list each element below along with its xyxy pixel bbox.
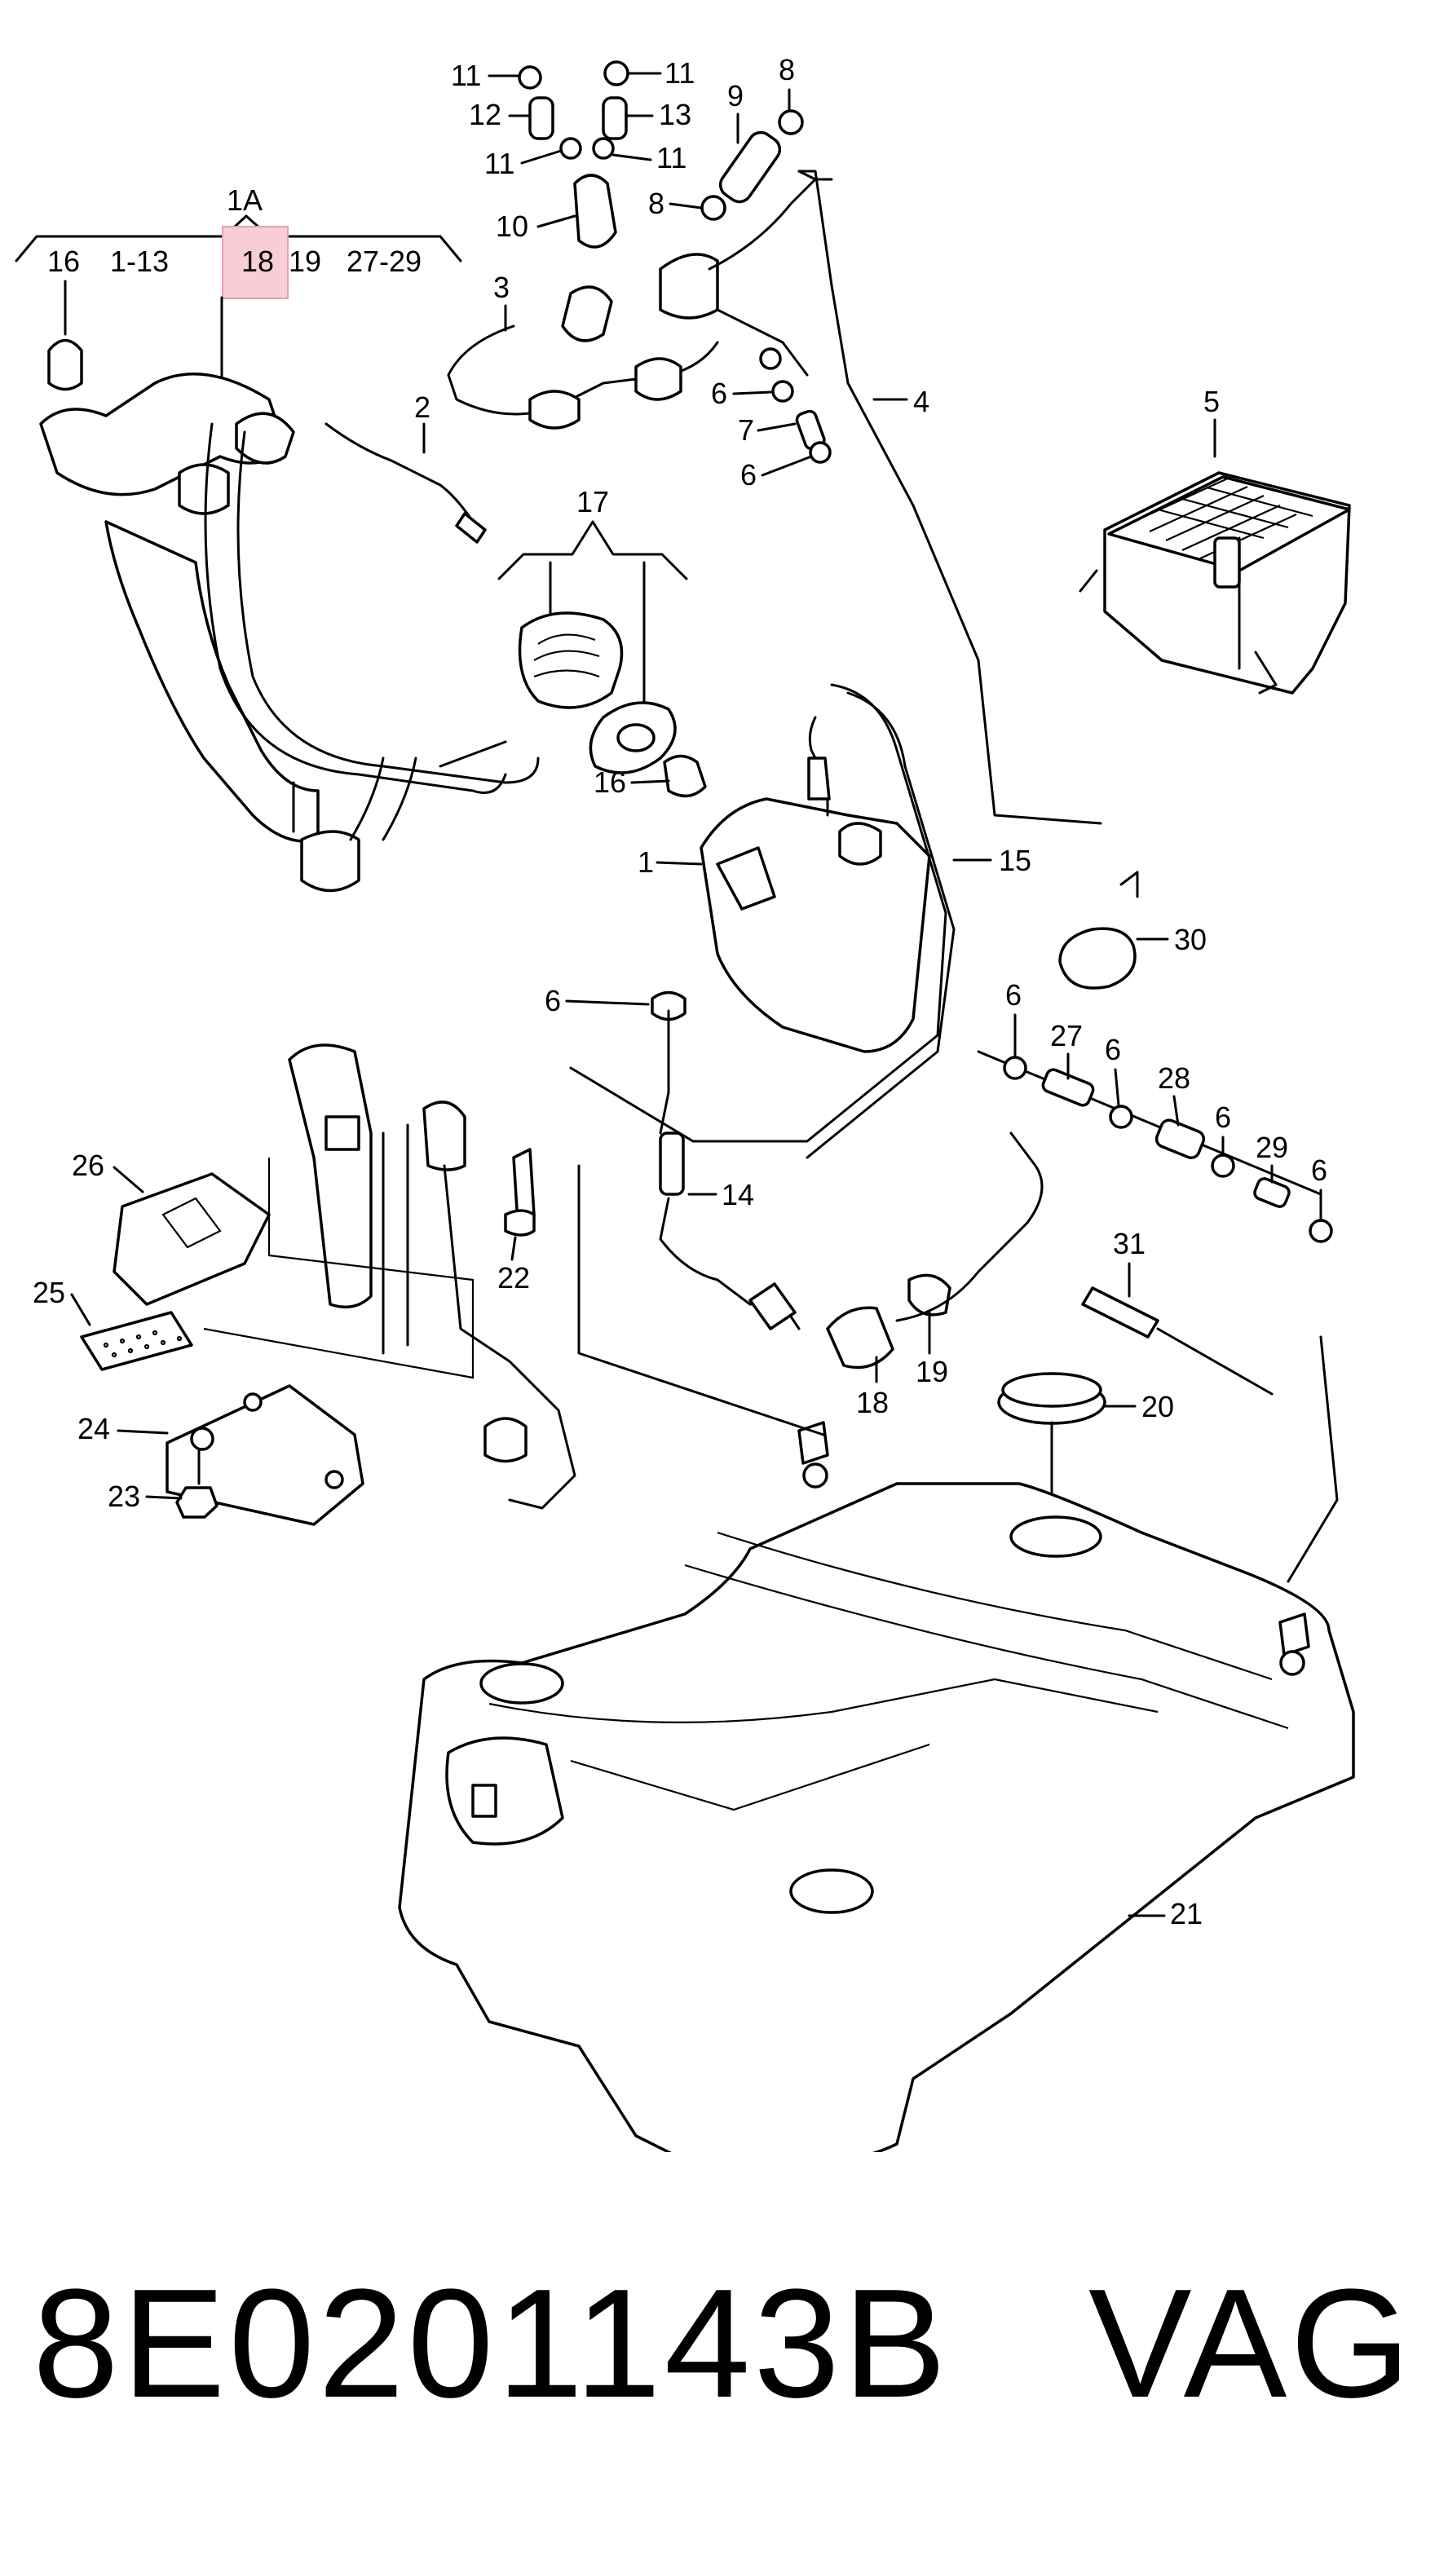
- callout-8-top: 8: [779, 53, 795, 86]
- callout-6-28: 6: [1215, 1101, 1231, 1134]
- group-header-1a: 1A 16 1-13 18 19 27-29: [15, 183, 462, 405]
- callout-10: 10: [496, 210, 528, 243]
- group-17: 17 16: [497, 485, 707, 799]
- hose-3: 3: [447, 271, 809, 430]
- group-item-1-13: 1-13: [110, 245, 169, 278]
- callout-8-left: 8: [648, 187, 664, 220]
- callout-6-valve: 6: [711, 377, 727, 410]
- callout-6-27b: 6: [1105, 1033, 1121, 1066]
- wire-harness-2: 2: [324, 390, 487, 544]
- callout-25: 25: [33, 1276, 65, 1309]
- callout-11-mid-right: 11: [656, 141, 686, 174]
- callout-31: 31: [1113, 1227, 1146, 1260]
- callout-16-sender: 16: [594, 765, 626, 799]
- callout-15: 15: [999, 844, 1031, 877]
- filler-neck-assembly: [39, 338, 540, 893]
- callout-11-top-right: 11: [664, 56, 695, 90]
- callout-29: 29: [1256, 1131, 1288, 1164]
- parts-18-19: 18 19: [826, 1131, 1044, 1419]
- callout-6-29: 6: [1311, 1153, 1327, 1187]
- callout-27: 27: [1050, 1019, 1083, 1052]
- callout-5: 5: [1203, 385, 1220, 418]
- charcoal-canister-5: 5: [1079, 385, 1351, 695]
- callout-30: 30: [1174, 923, 1207, 956]
- callout-14: 14: [722, 1178, 754, 1211]
- callout-1: 1: [638, 845, 654, 879]
- group-item-27-29: 27-29: [347, 245, 422, 278]
- callout-21: 21: [1170, 1897, 1203, 1930]
- fuel-pump-1: 1 15: [569, 683, 1031, 1159]
- callout-2: 2: [414, 390, 430, 424]
- rod-31: 31: [1081, 1227, 1274, 1396]
- group-item-16: 16: [47, 245, 80, 278]
- callout-19: 19: [916, 1355, 948, 1388]
- callout-6-pump: 6: [545, 984, 561, 1017]
- callout-17: 17: [576, 485, 609, 518]
- heat-shield-assembly: 22 26 25 24 23: [33, 1043, 576, 1526]
- callout-6-lower: 6: [740, 458, 757, 492]
- callout-12: 12: [469, 98, 501, 131]
- hose-14: 6 14: [545, 984, 801, 1330]
- exploded-parts-diagram: 1A 16 1-13 18 19 27-29 2: [15, 53, 1355, 2152]
- callout-24: 24: [77, 1412, 110, 1445]
- brand-name: VAG: [1088, 2257, 1415, 2430]
- callout-7: 7: [738, 413, 754, 447]
- highlight-box-18[interactable]: [222, 226, 289, 299]
- callout-22: 22: [497, 1261, 530, 1295]
- callout-23: 23: [108, 1480, 140, 1513]
- callout-11-mid-left: 11: [484, 147, 514, 180]
- strap-30: 30: [1058, 871, 1207, 990]
- callout-18: 18: [856, 1386, 889, 1419]
- group-item-18[interactable]: 18: [241, 245, 274, 278]
- line-segments-27-29: 6 27 6 28 6 29 6: [977, 978, 1333, 1243]
- part-number: 8E0201143B: [33, 2257, 950, 2430]
- callout-11-top-left: 11: [451, 59, 481, 92]
- callout-6-27a: 6: [1005, 978, 1022, 1012]
- callout-13: 13: [659, 98, 691, 131]
- callout-20: 20: [1141, 1390, 1174, 1423]
- group-item-19: 19: [289, 245, 321, 278]
- callout-28: 28: [1158, 1061, 1190, 1095]
- callout-4: 4: [913, 385, 929, 418]
- group-label-1a: 1A: [227, 183, 263, 217]
- valve-stack: 11 12 11 10 11 13 11 9 8 8: [451, 53, 1102, 825]
- callout-3: 3: [493, 271, 510, 304]
- callout-26: 26: [72, 1149, 104, 1182]
- clamp-group-top: 6 7 6: [711, 377, 832, 492]
- fuel-tank-21: 21: [398, 1164, 1355, 2152]
- callout-9: 9: [727, 79, 744, 112]
